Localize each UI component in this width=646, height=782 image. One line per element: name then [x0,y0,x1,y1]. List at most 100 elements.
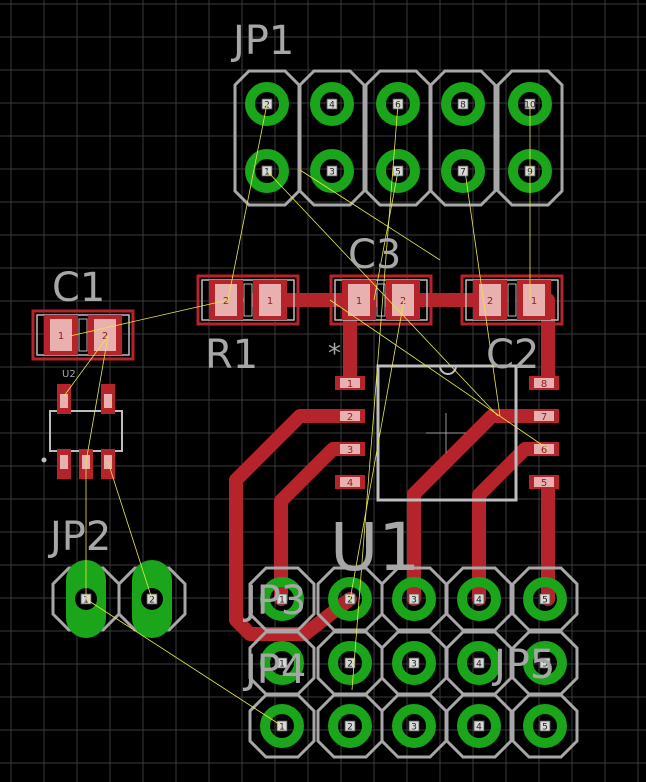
jp3-pad-number: 5 [542,596,548,606]
airwire [63,335,109,397]
airwires [63,103,549,727]
jp4-pad-number: 3 [411,660,417,670]
label-u1: U1 [330,509,420,586]
u1-pad-body [340,477,360,487]
label-c2: C2 [486,332,539,378]
label-u2: U2 [62,369,76,380]
jp2-outline [51,566,121,632]
u1-pad-number: 2 [347,412,353,423]
c1-capacitor-outline [36,314,130,356]
u1-pad-number: 6 [541,445,547,456]
u1-pad-body [534,444,554,454]
jp4-pad-drill [473,657,485,669]
c3-capacitor-pad-body [392,284,414,316]
jp3-pad-drill [473,593,485,605]
u2-body [49,410,123,452]
jp5-outline [380,693,448,759]
jp4-pad-drill [276,657,288,669]
jp3-pad-number: 4 [476,596,482,606]
jp1-pad-number: 1 [264,168,270,178]
jp3-pad-number: 1 [279,596,285,606]
silkscreen-labels: JP1 C1 C3 R1 C2 * U2 JP2 U1 JP3 JP4 JP5 [47,18,555,693]
airwire [85,598,283,727]
airwire [373,170,399,301]
u1-pad-body [340,378,360,388]
jp3-pad-drill [276,593,288,605]
jp3-pad-ring [523,577,567,621]
airwire [351,103,399,691]
jp1-pad-drill [326,165,338,177]
jp1-pad-drill [457,165,469,177]
trace-u1-pin6-jp3 [472,442,555,606]
jp1-pad-number: 7 [460,168,466,178]
jp1-pad-number: 3 [329,168,335,178]
jp1-pad-ring [376,82,420,126]
c2-capacitor-pad-number: 2 [487,296,493,307]
jp3-outline [380,566,448,632]
c2-capacitor-keepout [460,274,564,326]
r1-resistor-keepout [196,274,300,326]
jp5-outline [445,693,513,759]
u1-notch [439,365,457,375]
jp3-outline [248,566,316,632]
airwire [227,103,268,301]
label-jp5: JP5 [491,642,555,688]
jp5-pad-ring [392,704,436,748]
jp5-pad-drill [539,720,551,732]
airwire [329,299,549,450]
jp5-pad-ring [260,704,304,748]
trace-u1-pin2-jp3 [229,409,357,641]
jp1-pad-ring [245,149,289,193]
jp4-pad-drill [408,657,420,669]
jp3-pad-ring [392,577,436,621]
jp5-outline [248,693,316,759]
c2-capacitor-pad-number: 1 [531,296,537,307]
jp1-pad-drill [457,98,469,110]
jp4-pad-number: 1 [279,660,285,670]
label-r1: R1 [205,332,258,378]
c1-capacitor-pad-number: 2 [102,331,108,342]
u1-body [376,364,518,502]
c2-capacitor-pad-body [523,284,545,316]
u1-pad-number: 1 [347,379,353,390]
jp3-outline [316,566,384,632]
jp1-outline [429,69,497,207]
jp3-outline [511,566,579,632]
jp3-pad-ring [260,577,304,621]
jp4-pad-ring [260,641,304,685]
r1-resistor-pad-number: 1 [267,296,273,307]
u1-pad-number: 4 [347,478,353,489]
r1-resistor-pad-body [259,284,281,316]
airwire [85,335,109,463]
jp4-pad-ring [523,641,567,685]
jp1-outline [496,69,564,207]
u2-pad-body [104,394,112,408]
c2-capacitor-body [507,283,517,317]
jp1-pad-ring [441,82,485,126]
label-c3: C3 [348,232,401,278]
airwire [69,299,229,337]
airwire [107,461,153,600]
u2-pad-body [60,394,68,408]
c1-capacitor-pad-number: 1 [58,331,64,342]
label-jp1: JP1 [230,18,294,64]
airwire [266,170,499,417]
jp5-pad-drill [473,720,485,732]
jp4-pad-drill [344,657,356,669]
c2-capacitor-outline [465,279,559,321]
jp5-pad-ring [523,704,567,748]
c3-capacitor-pad-number: 1 [356,296,362,307]
trace-u1-pin7-jp3 [407,409,555,606]
jp3-pad-drill [539,593,551,605]
jp1-outline [233,69,301,207]
jp5-pad-drill [408,720,420,732]
